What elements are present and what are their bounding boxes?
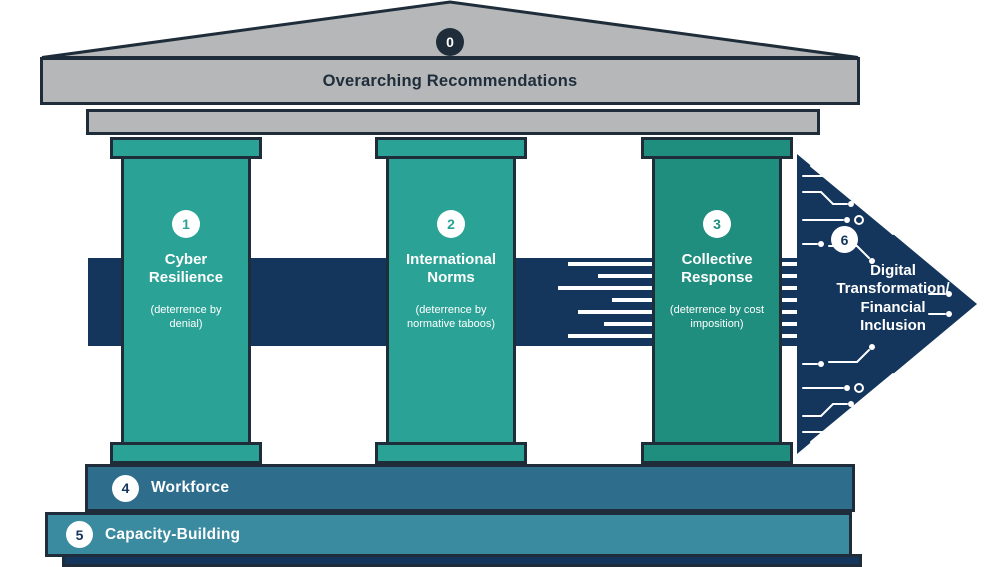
arrow-badge: 6 — [831, 226, 858, 253]
pillar-collective-response: 3 Collective Response (deterrence by cos… — [641, 137, 793, 464]
pillar-content: 1 Cyber Resilience (deterrence by denial… — [121, 210, 251, 331]
pillar-capital — [641, 137, 793, 159]
pillar-subtitle: (deterrence by denial) — [150, 303, 222, 330]
pillar-name: Collective Response — [681, 251, 753, 287]
pillar-badge: 3 — [703, 210, 731, 238]
pillar-content: 2 International Norms (deterrence by nor… — [386, 210, 516, 331]
pillar-badge: 1 — [172, 210, 200, 238]
step-badge: 5 — [66, 521, 93, 548]
arrow-label: Digital Transformation/ Financial Inclus… — [836, 262, 950, 334]
step-capacity-building: 5 Capacity-Building — [45, 512, 852, 557]
step-badge: 4 — [112, 474, 139, 502]
pillar-subtitle: (deterrence by normative taboos) — [406, 303, 496, 330]
pillar-capital — [375, 137, 527, 159]
pillar-international-norms: 2 International Norms (deterrence by nor… — [375, 137, 527, 464]
pediment-band: Overarching Recommendations — [40, 57, 860, 105]
pillar-shaft — [386, 156, 516, 445]
step-label: Workforce — [151, 479, 230, 496]
step-label: Capacity-Building — [105, 525, 241, 543]
circuit-pattern — [802, 165, 952, 443]
architrave-beam — [86, 109, 820, 135]
pillar-shaft — [652, 156, 782, 445]
pediment-triangle — [41, 0, 859, 59]
pillar-content: 3 Collective Response (deterrence by cos… — [652, 210, 782, 331]
step-workforce: 4 Workforce — [85, 464, 855, 512]
overarching-badge: 0 — [436, 28, 464, 56]
pillar-name: International Norms — [405, 251, 496, 287]
pillar-cyber-resilience: 1 Cyber Resilience (deterrence by denial… — [110, 137, 262, 464]
pillar-base — [110, 442, 262, 464]
pillar-base — [375, 442, 527, 464]
pillar-base — [641, 442, 793, 464]
pillar-badge: 2 — [437, 210, 465, 238]
overarching-title: Overarching Recommendations — [322, 71, 578, 90]
pillar-subtitle: (deterrence by cost imposition) — [669, 303, 765, 330]
pillar-capital — [110, 137, 262, 159]
pillar-name: Cyber Resilience — [148, 251, 224, 287]
